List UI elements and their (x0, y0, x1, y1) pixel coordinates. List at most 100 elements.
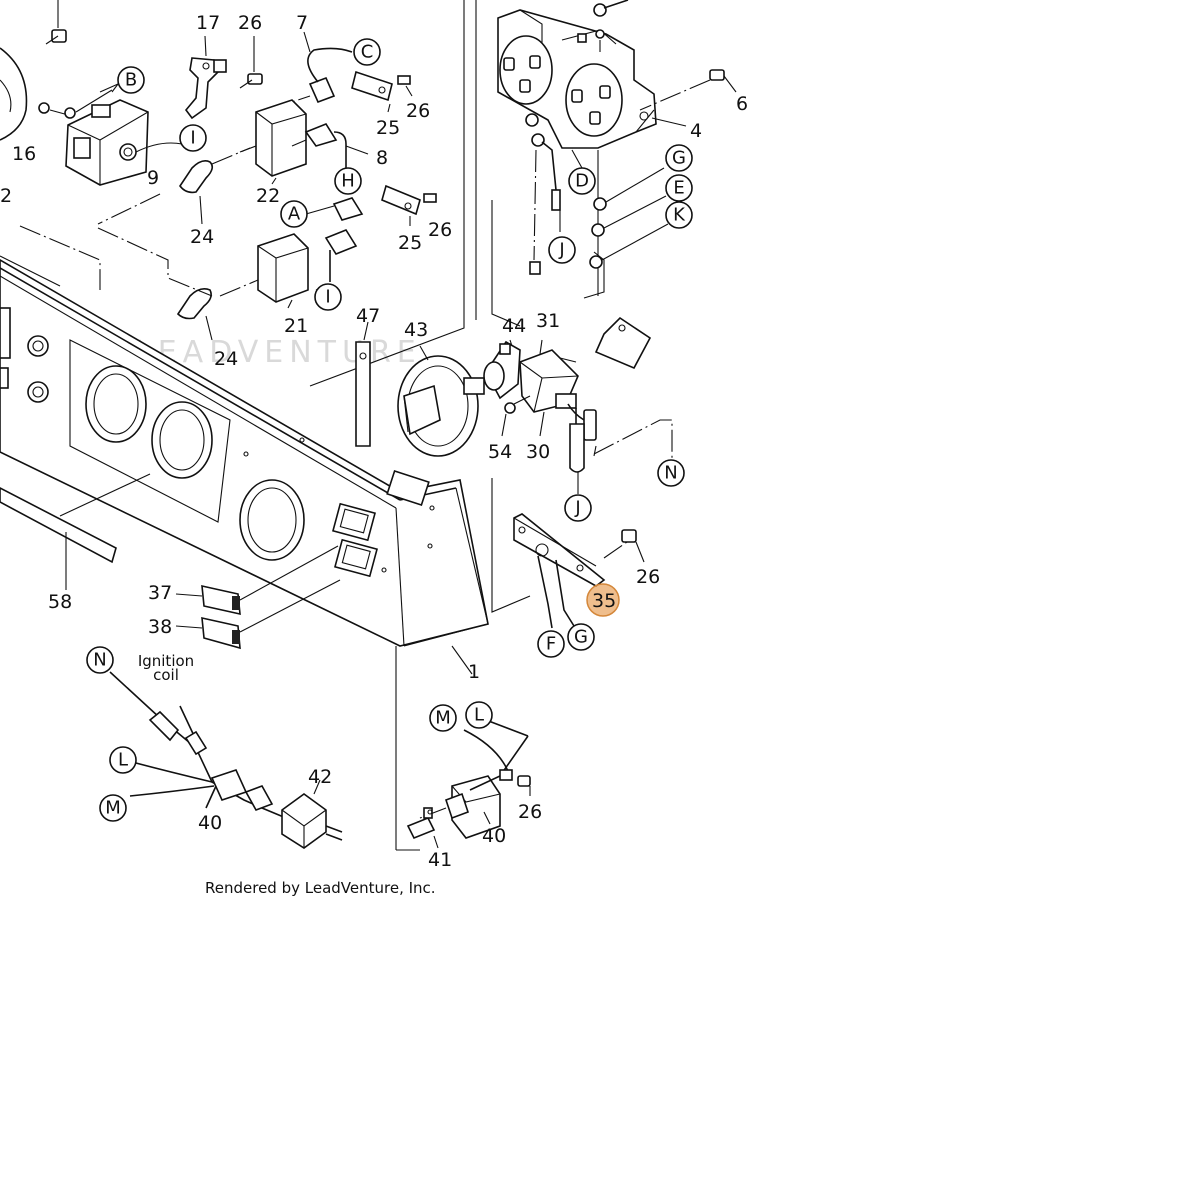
part-label-44: 44 (502, 315, 526, 337)
callout-l-bottom: L (465, 701, 493, 729)
svg-text:K: K (673, 205, 686, 226)
callout-a: A (280, 200, 308, 228)
part-label-7: 7 (296, 12, 308, 34)
part-label-26: 26 (636, 566, 660, 588)
part-label-47: 47 (356, 305, 380, 327)
part-44 (483, 339, 521, 400)
callout-e: E (665, 174, 693, 202)
part-label-54: 54 (488, 441, 512, 463)
ignition-coil-label-line1: Ignition (138, 652, 194, 670)
connector-a (305, 197, 364, 221)
screw-top-left (45, 0, 67, 45)
part-label-40: 40 (198, 812, 222, 834)
callout-b: B (99, 66, 145, 94)
svg-text:I: I (325, 287, 330, 308)
grommet-24-top (179, 147, 251, 225)
part-label-25: 25 (398, 232, 422, 254)
callout-j-mid: J (564, 494, 592, 522)
part-label-40: 40 (482, 825, 506, 847)
svg-text:N: N (93, 650, 106, 671)
svg-text:D: D (575, 171, 589, 192)
part-label-43: 43 (404, 319, 428, 341)
gauge-edge (0, 47, 28, 141)
part-label-8: 8 (376, 147, 388, 169)
connector-n-route (593, 419, 673, 460)
callout-g-mid: G (567, 623, 595, 651)
part-label-1: 1 (468, 661, 480, 683)
svg-text:G: G (574, 627, 588, 648)
part-label-2: 2 (0, 185, 12, 207)
callout-g-top: G (665, 144, 693, 172)
svg-text:J: J (574, 498, 580, 519)
plate-25-mid (381, 184, 437, 226)
screw-54 (501, 395, 531, 437)
callout-k: K (665, 201, 693, 229)
callout-l-left: L (109, 746, 137, 774)
switch-21 (219, 229, 358, 309)
part-top-right-angled (594, 316, 652, 370)
outlet-4 (497, 0, 687, 296)
svg-text:B: B (125, 70, 137, 91)
footer-caption: Rendered by LeadVenture, Inc. (205, 879, 436, 897)
svg-text:G: G (672, 148, 686, 169)
highlight-marker-35[interactable] (586, 583, 620, 617)
part-label-42: 42 (308, 766, 332, 788)
part-label-37: 37 (148, 582, 172, 604)
part-label-58: 58 (48, 591, 72, 613)
connector-7 (267, 31, 353, 111)
callout-h: H (334, 167, 362, 195)
part-label-26: 26 (518, 801, 542, 823)
part-label-30: 30 (526, 441, 550, 463)
part-label-38: 38 (148, 616, 172, 638)
switch-16 (38, 83, 183, 186)
part-label-22: 22 (256, 185, 280, 207)
lens-37 (175, 545, 339, 616)
switch-22 (239, 99, 307, 185)
bracket-17 (184, 35, 227, 120)
ignition-switch-31 (519, 339, 597, 494)
svg-text:E: E (673, 178, 684, 199)
svg-text:L: L (118, 750, 128, 771)
svg-text:I: I (190, 128, 195, 149)
plate-25-top (351, 70, 413, 113)
svg-text:N: N (664, 463, 677, 484)
callout-c: C (353, 38, 381, 66)
callout-f: F (537, 630, 565, 658)
part-label-6: 6 (736, 93, 748, 115)
part-label-26: 26 (238, 12, 262, 34)
svg-text:C: C (361, 42, 374, 63)
panel-1 (0, 259, 489, 850)
svg-text:L: L (474, 705, 484, 726)
strip-58 (0, 473, 151, 590)
part-label-9: 9 (147, 167, 159, 189)
svg-text:A: A (288, 204, 301, 225)
connector-8 (291, 123, 369, 168)
callout-j-top: J (548, 236, 576, 264)
lens-38 (175, 579, 341, 650)
part-label-17: 17 (196, 12, 220, 34)
svg-text:H: H (341, 171, 355, 192)
ignition-coil-label-line2: coil (153, 666, 179, 684)
part-label-31: 31 (536, 310, 560, 332)
knob-43 (397, 345, 485, 457)
svg-text:M: M (435, 708, 451, 729)
screw-26-top (239, 36, 263, 89)
part-label-21: 21 (284, 315, 308, 337)
strap-47 (355, 321, 371, 447)
callout-i-top: I (179, 124, 207, 152)
callout-m-bottom: M (429, 704, 457, 732)
callout-m-left: M (99, 794, 127, 822)
part-label-24: 24 (214, 348, 238, 370)
part-label-35: 35 (592, 590, 616, 612)
svg-text:J: J (558, 240, 564, 261)
part-label-16: 16 (12, 143, 36, 165)
part-label-4: 4 (690, 120, 702, 142)
svg-text:M: M (105, 798, 121, 819)
callout-n-right: N (657, 459, 685, 487)
part-label-26: 26 (428, 219, 452, 241)
callout-d: D (568, 167, 596, 195)
screw-6 (639, 69, 737, 111)
wire-terminals-outlet (525, 113, 669, 275)
part-label-25: 25 (376, 117, 400, 139)
